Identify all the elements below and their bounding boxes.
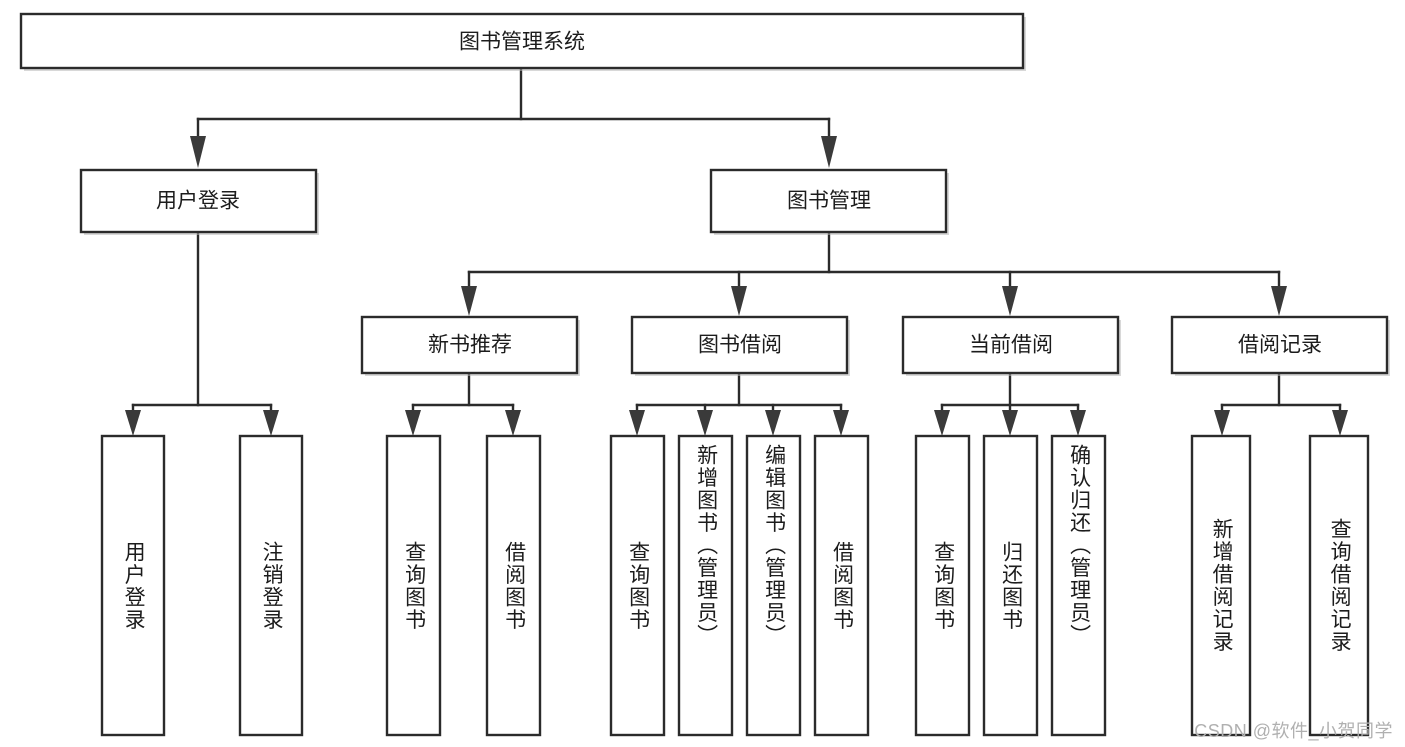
- connector-group-login: [125, 230, 279, 436]
- node-newbook-label: 新书推荐: [428, 334, 512, 357]
- arrow-head-leaf-7: [765, 410, 781, 436]
- node-leaf-9-box[interactable]: [914, 434, 971, 737]
- arrow-head-records: [1271, 286, 1287, 316]
- arrow-head-leaf-8: [833, 410, 849, 436]
- node-login-box[interactable]: [79, 168, 318, 234]
- arrow-head-leaf-11: [1070, 410, 1086, 436]
- arrow-head-leaf-10: [1002, 410, 1018, 436]
- node-root-label: 图书管理系统: [459, 31, 585, 54]
- connector-group-current: [934, 371, 1086, 436]
- arrow-head-leaf-1: [125, 410, 141, 436]
- node-leaf-2-box[interactable]: [238, 434, 304, 737]
- node-leaf-1-box[interactable]: [100, 434, 166, 737]
- node-borrow[interactable]: 图书借阅: [630, 315, 850, 376]
- arrow-head-leaf-9: [934, 410, 950, 436]
- arrow-head-leaf-12: [1214, 410, 1230, 436]
- node-leaf-12-box[interactable]: [1190, 434, 1252, 737]
- node-leaf-13-box[interactable]: [1308, 434, 1370, 737]
- node-leaf-5-box[interactable]: [609, 434, 666, 737]
- arrow-head-current: [1002, 286, 1018, 316]
- connector-group-bookmgmt: [461, 230, 1287, 316]
- arrow-head-login: [190, 136, 206, 168]
- node-bookmgmt-label: 图书管理: [787, 190, 871, 213]
- node-leaf-10-box[interactable]: [982, 434, 1039, 737]
- node-current-box[interactable]: [901, 315, 1120, 375]
- node-records-label: 借阅记录: [1238, 334, 1322, 357]
- arrow-head-bookmgmt: [821, 136, 837, 168]
- node-root[interactable]: 图书管理系统: [19, 12, 1026, 71]
- connector-group-borrow: [629, 371, 849, 436]
- node-leaf-4-box[interactable]: [485, 434, 542, 737]
- node-leaf-11-box[interactable]: [1050, 434, 1107, 737]
- node-bookmgmt-box[interactable]: [709, 168, 948, 234]
- node-borrow-box[interactable]: [630, 315, 849, 375]
- node-borrow-label: 图书借阅: [698, 334, 782, 357]
- arrow-head-leaf-2: [263, 410, 279, 436]
- node-login-label: 用户登录: [156, 190, 240, 213]
- node-bookmgmt[interactable]: 图书管理: [709, 168, 949, 235]
- connector-group-records: [1214, 371, 1348, 436]
- node-newbook-box[interactable]: [360, 315, 579, 375]
- node-records[interactable]: 借阅记录: [1170, 315, 1390, 376]
- node-records-box[interactable]: [1170, 315, 1389, 375]
- leaf-boxes: [100, 434, 1370, 737]
- node-root-box[interactable]: [19, 12, 1025, 70]
- arrow-head-leaf-13: [1332, 410, 1348, 436]
- node-login[interactable]: 用户登录: [79, 168, 319, 235]
- node-current-label: 当前借阅: [969, 334, 1053, 357]
- arrow-head-leaf-4: [505, 410, 521, 436]
- node-leaf-8-box[interactable]: [813, 434, 870, 737]
- csdn-watermark: CSDN @软件_小贺同学: [1194, 721, 1393, 741]
- node-leaf-3-box[interactable]: [385, 434, 442, 737]
- arrow-head-leaf-5: [629, 410, 645, 436]
- arrow-head-newbook: [461, 286, 477, 316]
- node-newbook[interactable]: 新书推荐: [360, 315, 580, 376]
- node-leaf-7-box[interactable]: [745, 434, 802, 737]
- connector-group-root: [190, 66, 837, 168]
- arrow-head-leaf-6: [697, 410, 713, 436]
- arrow-head-leaf-3: [405, 410, 421, 436]
- connector-group-newbook: [405, 371, 521, 436]
- node-current[interactable]: 当前借阅: [901, 315, 1121, 376]
- arrow-head-borrow: [731, 286, 747, 316]
- node-leaf-6-box[interactable]: [677, 434, 734, 737]
